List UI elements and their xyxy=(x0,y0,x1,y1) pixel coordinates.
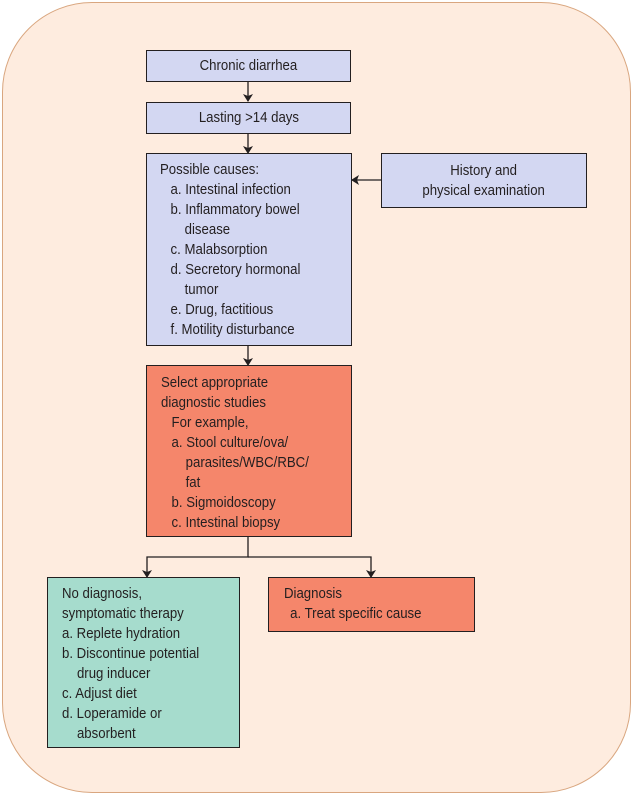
cause-item-continued: tumor xyxy=(184,281,219,298)
node-label-line: physical examination xyxy=(422,181,546,199)
node-label-block: History and physical examination xyxy=(423,161,546,201)
study-item: c. Intestinal biopsy xyxy=(171,514,281,531)
therapy-item: b. Discontinue potential xyxy=(62,645,200,662)
cause-item: f. Motility disturbance xyxy=(170,321,295,338)
node-text-block: No diagnosis, symptomatic therapy a. Rep… xyxy=(62,584,218,744)
study-item-continued: fat xyxy=(185,474,201,491)
node-title: Diagnosis xyxy=(284,585,342,602)
study-item: b. Sigmoidoscopy xyxy=(171,494,276,511)
node-diagnostic-studies: Select appropriate diagnostic studies Fo… xyxy=(146,365,352,537)
node-diagnosis: Diagnosis a. Treat specific cause xyxy=(268,577,475,632)
cause-item: e. Drug, factitious xyxy=(170,301,274,318)
cause-item: d. Secretory hormonal xyxy=(170,261,301,278)
therapy-item-continued: drug inducer xyxy=(76,665,151,682)
node-subtitle: For example, xyxy=(171,414,249,431)
cause-item: a. Intestinal infection xyxy=(170,181,291,198)
node-chronic-diarrhea: Chronic diarrhea xyxy=(146,50,351,82)
node-title-line: diagnostic studies xyxy=(161,394,266,411)
edge-studies-to-diagnosis xyxy=(248,556,376,578)
therapy-item-continued: absorbent xyxy=(76,725,136,742)
node-history-physical: History and physical examination xyxy=(381,153,587,208)
node-label: Chronic diarrhea xyxy=(199,57,298,74)
treatment-item: a. Treat specific cause xyxy=(290,605,422,622)
node-no-diagnosis: No diagnosis, symptomatic therapy a. Rep… xyxy=(47,577,240,748)
node-text-block: Select appropriate diagnostic studies Fo… xyxy=(161,373,328,533)
node-text-block: Diagnosis a. Treat specific cause xyxy=(284,584,451,624)
node-title-line: symptomatic therapy xyxy=(62,605,184,622)
cause-item-continued: disease xyxy=(184,221,231,238)
study-item: a. Stool culture/ova/ xyxy=(171,434,289,451)
edge-studies-to-no-diagnosis xyxy=(142,537,249,578)
node-lasting-14-days: Lasting >14 days xyxy=(146,102,351,134)
node-possible-causes: Possible causes: a. Intestinal infection… xyxy=(146,153,352,346)
node-label: Lasting >14 days xyxy=(198,109,299,126)
therapy-item: c. Adjust diet xyxy=(62,685,137,702)
therapy-item: a. Replete hydration xyxy=(62,625,181,642)
therapy-item: d. Loperamide or xyxy=(62,705,162,722)
cause-item: c. Malabsorption xyxy=(170,241,268,258)
cause-item: b. Inflammatory bowel xyxy=(170,201,300,218)
node-title-line: No diagnosis, xyxy=(62,585,142,602)
study-item-continued: parasites/WBC/RBC/ xyxy=(185,454,309,471)
node-title: Possible causes: xyxy=(160,161,260,178)
node-text-block: Possible causes: a. Intestinal infection… xyxy=(160,160,328,340)
node-label-line: History and xyxy=(450,161,518,179)
node-title-line: Select appropriate xyxy=(161,374,269,391)
